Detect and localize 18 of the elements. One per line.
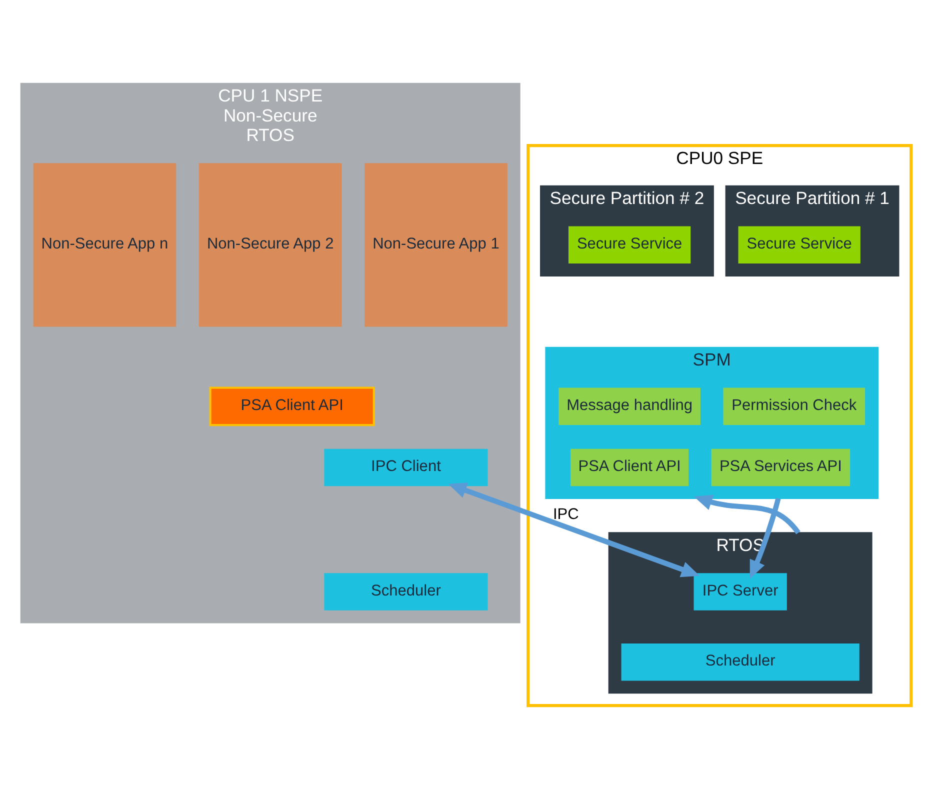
edge-label: IPC — [552, 506, 579, 524]
node-box: Secure Service — [738, 226, 860, 264]
node-box: Non-Secure App 2 — [198, 163, 342, 327]
node-box: Non-Secure App 1 — [364, 163, 508, 327]
node-box: Message handling — [558, 388, 700, 426]
node-box: IPC Server — [694, 573, 787, 610]
node-box: Non-Secure App n — [33, 163, 176, 327]
arrow — [448, 482, 700, 578]
node-box: PSA Client API — [209, 386, 375, 426]
node-box: Permission Check — [723, 388, 866, 426]
node-box: IPC Client — [324, 448, 488, 486]
node-box: PSA Client API — [570, 448, 689, 486]
arrow — [750, 498, 781, 579]
node-box: Secure Service — [568, 226, 691, 264]
node-box: PSA Services API — [711, 448, 850, 486]
node-box: Scheduler — [621, 643, 860, 681]
node-box: Scheduler — [324, 573, 488, 610]
arrow — [694, 494, 800, 534]
